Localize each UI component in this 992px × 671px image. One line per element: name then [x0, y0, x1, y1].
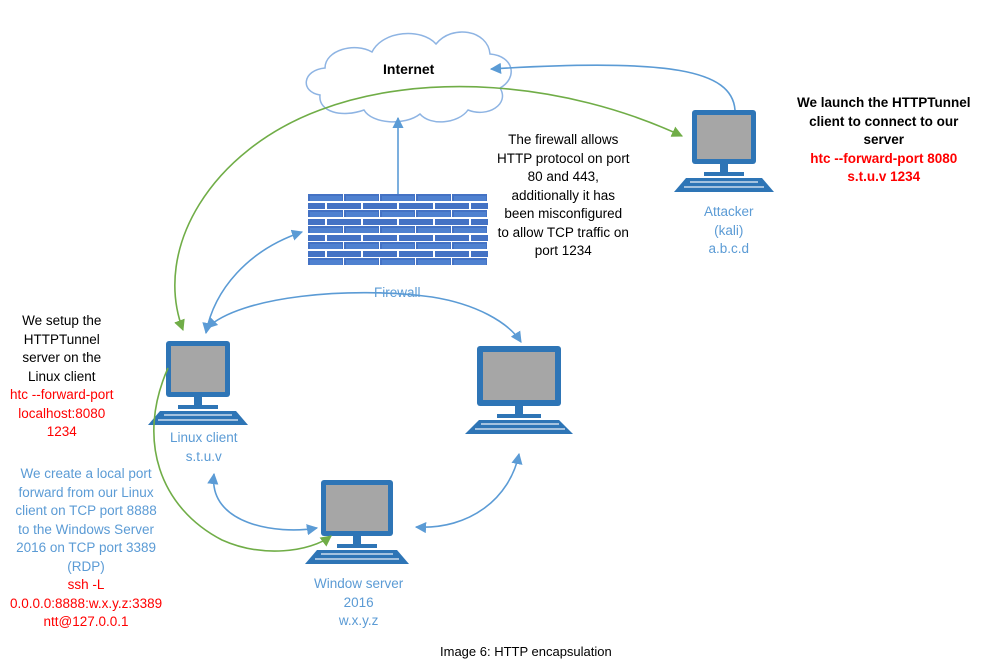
attacker-computer [674, 110, 774, 192]
arrow-attacker-to-internet [489, 62, 736, 111]
firewall-note-line: additionally it has [511, 187, 616, 203]
windows-server-name: Window server [314, 576, 404, 591]
port-forward-arc [153, 367, 332, 552]
ssh-command: ssh -L [67, 577, 105, 592]
linux-client-computer [148, 341, 248, 425]
firewall-note-line: 80 and 443, [527, 169, 599, 184]
attacker-ip: a.b.c.d [708, 241, 750, 256]
firewall-note-line: port 1234 [534, 243, 592, 258]
linux-setup-note: We setup the HTTPTunnel server on the Li… [10, 312, 114, 442]
port-forward-text: forward from our Linux [18, 484, 154, 500]
port-forward-text: We create a local port [20, 466, 152, 481]
firewall-note-line: HTTP protocol on port [497, 150, 630, 166]
internet-label: Internet [383, 61, 435, 77]
computer-icon [674, 110, 774, 192]
linux-command: 1234 [46, 424, 77, 439]
ssh-command: 0.0.0.0:8888:w.x.y.z:3389 [10, 595, 163, 611]
attacker-command: s.t.u.v 1234 [847, 169, 921, 184]
windows-server-computer [305, 480, 409, 564]
attacker-command: htc --forward-port 8080 [810, 150, 958, 166]
firewall-note-line: The firewall allows [508, 132, 619, 147]
computer-icon [148, 341, 248, 425]
linux-client-name: Linux client [170, 430, 238, 445]
ssh-command: ntt@127.0.0.1 [43, 614, 129, 629]
port-forward-text: 2016 on TCP port 3389 [16, 540, 156, 555]
linux-client-ip: s.t.u.v [185, 448, 222, 464]
linux-note-text: Linux client [27, 368, 96, 384]
arrow-linux-windows [207, 472, 319, 536]
windows-server-label: Window server 2016 w.x.y.z [314, 575, 403, 631]
attacker-os: (kali) [714, 222, 744, 238]
firewall-note: The firewall allows HTTP protocol on por… [497, 131, 630, 261]
firewall-label: Firewall [374, 285, 421, 300]
firewall-note-line: to allow TCP traffic on [497, 224, 629, 240]
attacker-note-text: server [863, 132, 905, 147]
unlabeled-host-computer [465, 346, 573, 434]
attacker-note-text: client to connect to our [809, 113, 959, 129]
linux-note-text: server on the [22, 350, 102, 365]
linux-client-label: Linux client s.t.u.v [170, 429, 238, 466]
windows-server-version: 2016 [343, 594, 374, 610]
port-forward-note: We create a local port forward from our … [10, 465, 162, 632]
computer-icon [305, 480, 409, 564]
attacker-note: We launch the HTTPTunnel client to conne… [797, 94, 971, 187]
computer-icon [465, 346, 573, 434]
attacker-note-text: We launch the HTTPTunnel [797, 95, 971, 110]
tunnel-arc-linux-attacker [174, 85, 684, 332]
firewall-wall [308, 194, 488, 266]
linux-note-text: We setup the [22, 313, 102, 328]
brick-wall-icon [308, 194, 488, 266]
linux-command: localhost:8080 [18, 405, 106, 421]
internet-cloud [305, 31, 512, 123]
attacker-label: Attacker (kali) a.b.c.d [704, 203, 754, 259]
attacker-name: Attacker [704, 204, 754, 219]
windows-server-ip: w.x.y.z [338, 613, 379, 628]
arrow-windows-host [414, 452, 523, 534]
firewall-note-line: been misconfigured [504, 206, 623, 221]
port-forward-text: (RDP) [67, 558, 105, 574]
linux-command: htc --forward-port [10, 387, 114, 402]
cloud-icon [305, 31, 512, 123]
arrow-linux-host [206, 291, 522, 343]
port-forward-text: to the Windows Server [18, 521, 154, 537]
linux-note-text: HTTPTunnel [23, 331, 100, 347]
figure-caption: Image 6: HTTP encapsulation [440, 644, 612, 659]
port-forward-text: client on TCP port 8888 [15, 503, 157, 518]
